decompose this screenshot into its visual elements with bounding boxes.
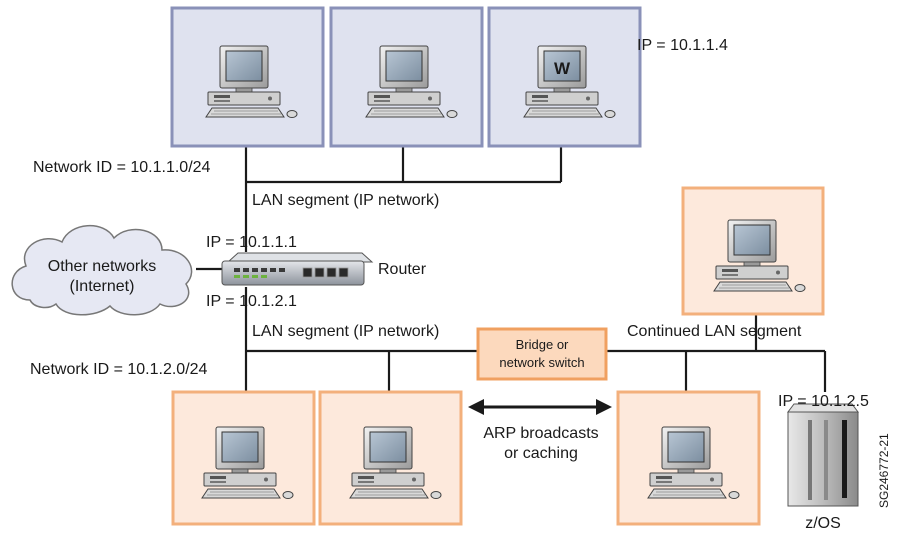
arp-label-line2: or caching <box>504 445 578 462</box>
top-workstation-3: W <box>487 6 642 148</box>
w-badge: W <box>554 59 571 78</box>
bottom-workstation-1 <box>171 390 316 526</box>
top-workstations: W <box>170 6 642 148</box>
bottom-workstation-2 <box>318 390 463 526</box>
bridge-label-line1: Bridge or <box>516 337 569 352</box>
arp-label-line1: ARP broadcasts <box>483 425 598 442</box>
top-lan-wire <box>244 143 563 252</box>
cloud-label-line2: (Internet) <box>70 278 135 295</box>
bridge-label-line2: network switch <box>499 355 584 370</box>
continued-segment-workstation <box>681 186 825 316</box>
router-icon <box>221 260 365 286</box>
top-network-id: Network ID = 10.1.1.0/24 <box>33 159 211 176</box>
arrow-right-icon <box>596 399 612 415</box>
bottom-network-id: Network ID = 10.1.2.0/24 <box>30 361 208 378</box>
arrow-left-icon <box>468 399 484 415</box>
top-workstation-1 <box>170 6 325 148</box>
router-ip-bottom: IP = 10.1.2.1 <box>206 293 297 310</box>
router-ip-top: IP = 10.1.1.1 <box>206 234 297 251</box>
mainframe-icon <box>787 411 859 507</box>
bottom-workstation-3 <box>616 390 761 526</box>
router <box>221 252 374 286</box>
zos-mainframe <box>787 403 859 507</box>
wires <box>196 143 827 392</box>
top-ip-label: IP = 10.1.1.4 <box>637 37 728 54</box>
figure-id: SG246772-21 <box>877 433 891 508</box>
bottom-segment-label: LAN segment (IP network) <box>252 323 439 340</box>
router-label: Router <box>378 261 427 278</box>
zos-label: z/OS <box>805 515 841 532</box>
internet-cloud: Other networks (Internet) <box>11 224 193 316</box>
cloud-icon <box>11 224 193 316</box>
bottom-workstations <box>171 186 825 526</box>
top-segment-label: LAN segment (IP network) <box>252 192 439 209</box>
cloud-label-line1: Other networks <box>48 258 156 275</box>
top-workstation-2 <box>329 6 484 148</box>
arp-arrow <box>468 399 612 415</box>
continued-segment-label: Continued LAN segment <box>627 323 802 340</box>
bottom-lan-wire <box>244 287 827 392</box>
bridge-switch: Bridge or network switch <box>476 327 608 381</box>
zos-ip-label: IP = 10.1.2.5 <box>778 393 869 410</box>
